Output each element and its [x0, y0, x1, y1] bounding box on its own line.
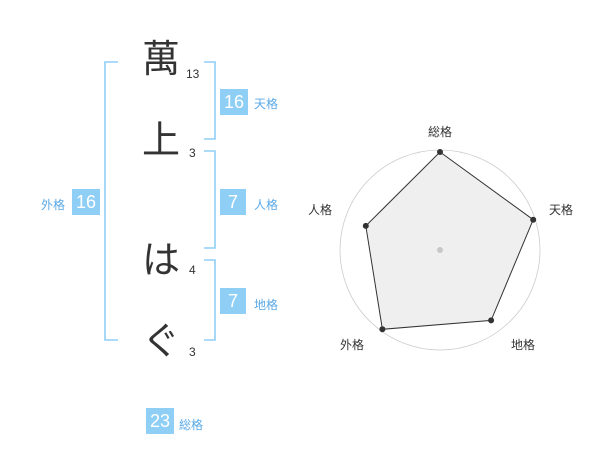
name-char-1: 萬: [141, 37, 180, 81]
chikaku-label: 地格: [254, 298, 279, 312]
gaikaku-bracket: [104, 61, 118, 341]
jinkaku-label: 人格: [254, 198, 279, 212]
name-char-2: 上: [141, 118, 180, 162]
jinkaku-bracket: [204, 150, 216, 249]
radar-label-jinkaku: 人格: [308, 203, 333, 217]
name-char-4: ぐ: [141, 319, 180, 363]
radar-point-2: [530, 216, 537, 223]
stroke-count-2: 3: [189, 146, 196, 160]
radar-point-4: [379, 326, 386, 333]
gaikaku-label: 外格: [41, 198, 66, 212]
name-char-3: は: [141, 238, 180, 282]
radar-point-5: [362, 222, 369, 229]
gaikaku-badge: 16: [72, 189, 100, 215]
radar-polygon: [365, 151, 534, 330]
radar-label-chikaku: 地格: [511, 338, 536, 352]
tenkaku-bracket: [204, 61, 216, 140]
jinkaku-badge: 7: [220, 189, 246, 215]
chikaku-badge: 7: [220, 288, 246, 314]
tenkaku-label: 天格: [254, 97, 279, 111]
radar-point-3: [488, 317, 495, 324]
stroke-count-4: 3: [189, 345, 196, 359]
radar-label-soukaku: 総格: [428, 125, 453, 139]
stroke-count-1: 13: [186, 67, 200, 81]
radar-label-gaikaku: 外格: [340, 338, 365, 352]
radar-point-1: [437, 149, 443, 155]
soukaku-badge: 23: [146, 408, 174, 434]
chikaku-bracket: [204, 259, 216, 341]
radar-center-dot: [437, 247, 443, 253]
tenkaku-badge: 16: [220, 89, 248, 115]
soukaku-label: 総格: [179, 418, 204, 432]
radar-label-tenkaku: 天格: [549, 203, 574, 217]
stroke-count-3: 4: [189, 263, 196, 277]
